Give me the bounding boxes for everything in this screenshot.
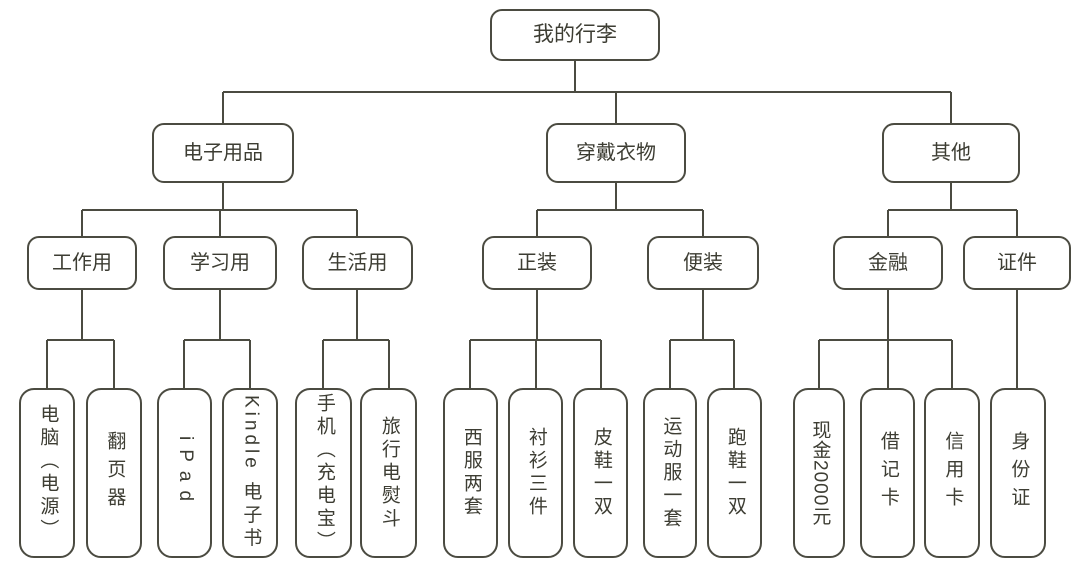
leaf-label: 旅行电熨斗 bbox=[378, 415, 400, 531]
leaf-label: 借记卡 bbox=[877, 431, 899, 515]
node-formal-wear[interactable]: 正装 bbox=[482, 236, 592, 290]
leaf-computer-power[interactable]: 电脑（电源） bbox=[19, 388, 75, 558]
leaf-id-card[interactable]: 身份证 bbox=[990, 388, 1046, 558]
leaf-running-shoes[interactable]: 跑鞋一双 bbox=[707, 388, 762, 558]
leaf-label: 皮鞋一双 bbox=[590, 427, 612, 519]
leaf-page-turner[interactable]: 翻页器 bbox=[86, 388, 142, 558]
leaf-travel-iron[interactable]: 旅行电熨斗 bbox=[360, 388, 417, 558]
leaf-label: 跑鞋一双 bbox=[724, 427, 746, 519]
leaf-label: 手机（充电宝） bbox=[313, 392, 335, 554]
node-label: 穿戴衣物 bbox=[576, 142, 656, 164]
node-study-use[interactable]: 学习用 bbox=[163, 236, 277, 290]
node-electronics[interactable]: 电子用品 bbox=[152, 123, 294, 183]
node-label: 电子用品 bbox=[183, 142, 263, 164]
leaf-sportswear[interactable]: 运动服一套 bbox=[643, 388, 697, 558]
node-label: 生活用 bbox=[327, 252, 388, 274]
leaf-label: 身份证 bbox=[1008, 431, 1030, 515]
leaf-label: Kindle 电子书 bbox=[240, 395, 262, 551]
leaf-cash-2000[interactable]: 现金2000元 bbox=[793, 388, 845, 558]
node-label: 工作用 bbox=[52, 252, 112, 274]
leaf-debit-card[interactable]: 借记卡 bbox=[860, 388, 915, 558]
leaf-label: 衬衫三件 bbox=[525, 427, 547, 519]
leaf-label: 电脑（电源） bbox=[37, 404, 59, 542]
node-label: 学习用 bbox=[190, 252, 250, 274]
node-finance[interactable]: 金融 bbox=[833, 236, 943, 290]
leaf-label: 西服两套 bbox=[460, 427, 482, 519]
leaf-suits-two[interactable]: 西服两套 bbox=[443, 388, 498, 558]
node-documents[interactable]: 证件 bbox=[963, 236, 1071, 290]
node-clothing[interactable]: 穿戴衣物 bbox=[546, 123, 686, 183]
leaf-label: 翻页器 bbox=[104, 431, 126, 515]
node-label: 其他 bbox=[931, 142, 971, 164]
node-label: 我的行李 bbox=[533, 23, 617, 47]
node-label: 金融 bbox=[868, 252, 908, 274]
node-label: 便装 bbox=[683, 252, 723, 274]
leaf-leather-shoes[interactable]: 皮鞋一双 bbox=[573, 388, 628, 558]
node-work-use[interactable]: 工作用 bbox=[27, 236, 137, 290]
node-other[interactable]: 其他 bbox=[882, 123, 1020, 183]
leaf-label: iPad bbox=[174, 435, 196, 511]
node-daily-use[interactable]: 生活用 bbox=[302, 236, 413, 290]
leaf-label: 现金2000元 bbox=[809, 419, 831, 527]
leaf-shirts-three[interactable]: 衬衫三件 bbox=[508, 388, 563, 558]
node-my-luggage[interactable]: 我的行李 bbox=[490, 9, 660, 61]
node-label: 证件 bbox=[997, 252, 1037, 274]
leaf-ipad[interactable]: iPad bbox=[157, 388, 212, 558]
leaf-kindle-ebook[interactable]: Kindle 电子书 bbox=[222, 388, 278, 558]
leaf-credit-card[interactable]: 信用卡 bbox=[924, 388, 980, 558]
leaf-label: 信用卡 bbox=[942, 431, 964, 515]
node-casual-wear[interactable]: 便装 bbox=[647, 236, 759, 290]
node-label: 正装 bbox=[517, 252, 557, 274]
leaf-phone-powerbank[interactable]: 手机（充电宝） bbox=[295, 388, 352, 558]
leaf-label: 运动服一套 bbox=[660, 415, 682, 531]
